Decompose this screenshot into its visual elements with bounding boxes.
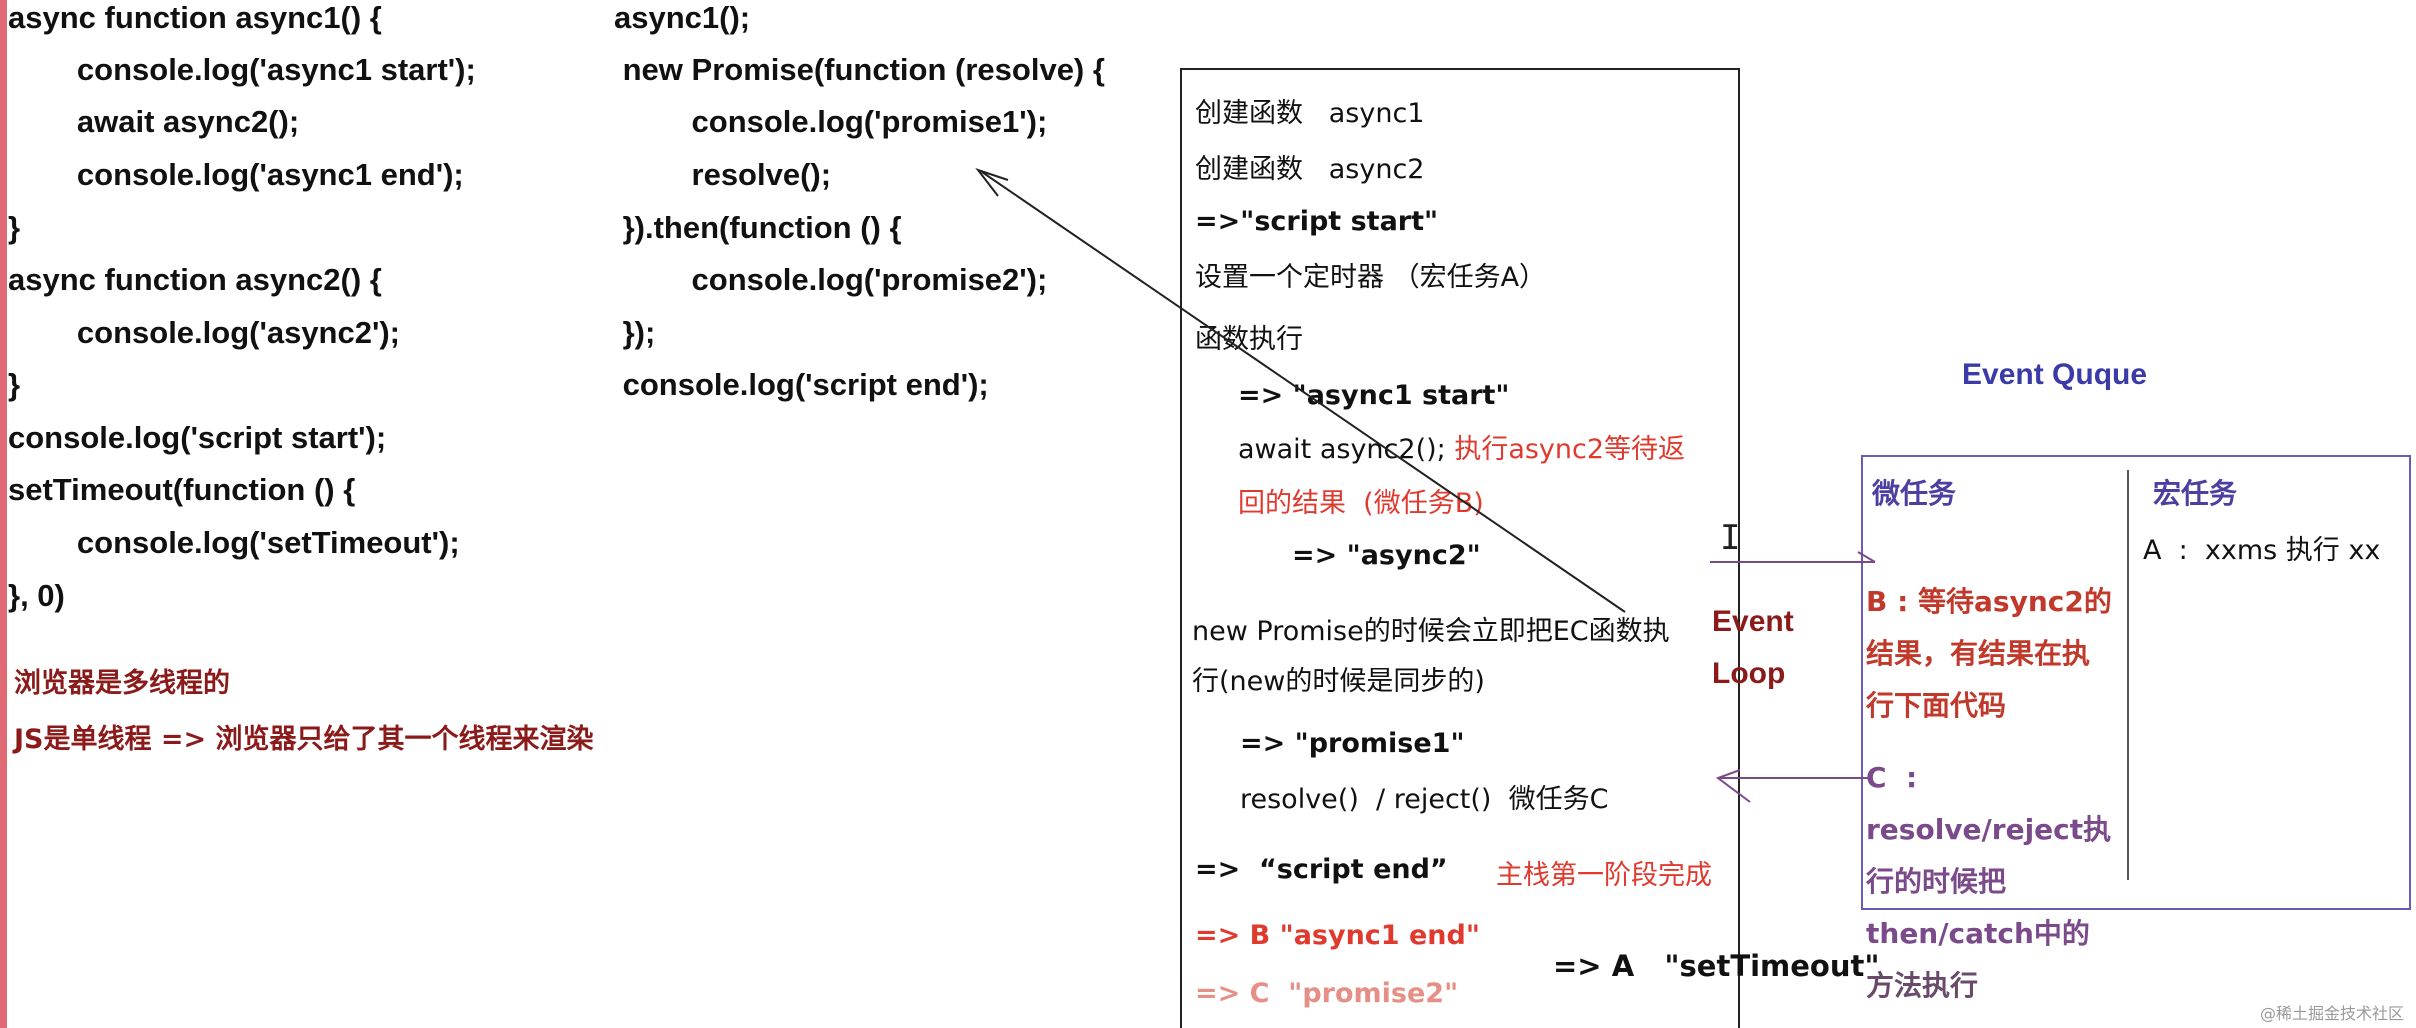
note-multithread: 浏览器是多线程的	[14, 668, 230, 699]
code-line: console.log('async1 start');	[8, 52, 476, 87]
event-queue-box	[1861, 455, 2411, 910]
queue-divider	[2127, 470, 2129, 880]
step-wait-result: 回的结果 (微任务B)	[1238, 488, 1484, 519]
step-await-async2: await async2(); 执行async2等待返	[1238, 432, 1685, 468]
code-line: async function async2() {	[8, 262, 382, 297]
code-line: async function async1() {	[8, 0, 382, 35]
step-new-promise: new Promise的时候会立即把EC函数执	[1192, 616, 1670, 647]
step-new-sync: 行(new的时候是同步的)	[1192, 666, 1485, 697]
step-await-note: 执行async2等待返	[1445, 434, 1686, 465]
code-line: setTimeout(function () {	[8, 472, 356, 507]
code-line: console.log('script end');	[614, 367, 989, 402]
arrow-promise-line	[981, 171, 1626, 613]
step-script-end: => “script end”	[1195, 854, 1448, 885]
event-queue-title: Event Quque	[1962, 358, 2148, 391]
code-line: console.log('async1 end');	[8, 157, 464, 192]
step-async1-start: => "async1 start"	[1238, 380, 1510, 411]
execution-steps-box	[1180, 68, 1740, 1028]
code-line: console.log('setTimeout');	[8, 525, 460, 560]
micro-task-b: B : 等待async2的结果，有结果在执行下面代码	[1866, 585, 2112, 722]
code-line: console.log('script start');	[8, 420, 387, 455]
step-promise2: => C "promise2"	[1195, 978, 1459, 1009]
arrow-promise-head	[975, 168, 1009, 197]
step-create-async1: 创建函数 async1	[1195, 98, 1425, 129]
arrow-await-tip	[1857, 551, 1876, 563]
event-loop-label-2: Loop	[1712, 657, 1786, 690]
note-singlethread: JS是单线程 => 浏览器只给了其一个线程来渲染	[14, 724, 594, 755]
code-line: }	[8, 367, 21, 402]
step-stage-done: 主栈第一阶段完成	[1496, 860, 1712, 891]
code-line: }).then(function () {	[614, 210, 902, 245]
code-line: await async2();	[8, 104, 300, 139]
code-line: }, 0)	[8, 578, 65, 613]
step-async2-output: => "async2"	[1292, 540, 1481, 571]
watermark: @稀土掘金技术社区	[2259, 1004, 2404, 1023]
code-line: console.log('async2');	[8, 315, 400, 350]
step-resolve: resolve() / reject() 微任务C	[1240, 784, 1609, 815]
step-settimeout: => A "setTimeout"	[1553, 949, 1880, 983]
macro-task-a: A : xxms 执行 xx	[2143, 535, 2381, 566]
text-cursor-icon: I	[1720, 518, 1741, 558]
event-loop-label-1: Event	[1712, 605, 1794, 638]
step-create-async2: 创建函数 async2	[1195, 154, 1425, 185]
macro-task-header: 宏任务	[2153, 477, 2238, 510]
step-script-start: =>"script start"	[1195, 206, 1439, 237]
code-line: }	[8, 210, 21, 245]
code-line: console.log('promise1');	[614, 104, 1048, 139]
step-promise1: => "promise1"	[1240, 728, 1465, 759]
step-await-code: await async2();	[1238, 434, 1446, 465]
code-line: async1();	[614, 0, 751, 35]
code-line: resolve();	[614, 157, 832, 192]
micro-task-header: 微任务	[1872, 477, 1957, 510]
left-edge-bar	[0, 0, 7, 1028]
step-set-timer: 设置一个定时器 （宏任务A）	[1195, 262, 1547, 293]
code-line: new Promise(function (resolve) {	[614, 52, 1105, 87]
arrow-resolve-head	[1715, 769, 1751, 803]
code-line: });	[614, 315, 656, 350]
step-async1-end: => B "async1 end"	[1195, 920, 1480, 951]
code-line: console.log('promise2');	[614, 262, 1048, 297]
